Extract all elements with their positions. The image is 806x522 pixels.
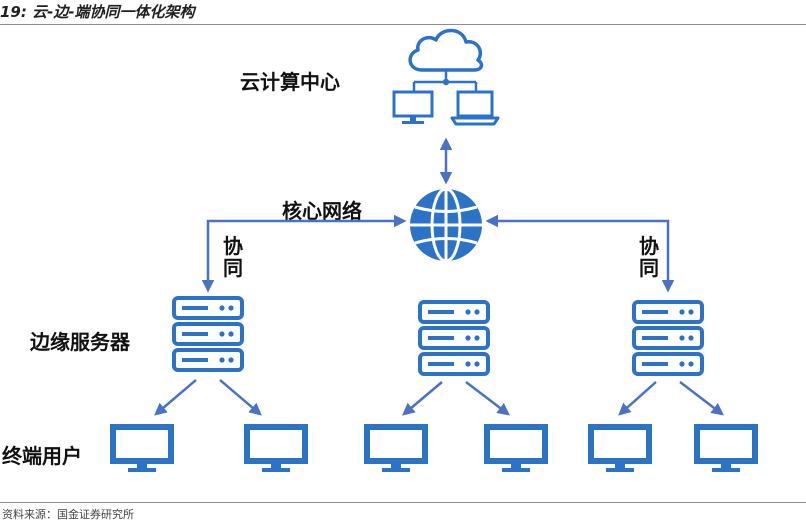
figure-source: 资料来源：国金证券研究所: [2, 508, 134, 521]
server-icon: [172, 296, 244, 372]
edge-server-label: 边缘服务器: [30, 330, 130, 354]
collab-link-left: [201, 214, 407, 293]
cloud-links: [412, 70, 478, 92]
terminal-monitor-icon: [247, 427, 305, 472]
server-icon: [632, 300, 704, 376]
globe-icon: [410, 187, 482, 263]
terminal-monitor-icon: [113, 427, 171, 472]
terminal-user-label: 终端用户: [2, 444, 82, 468]
terminal-monitor-icon: [697, 427, 755, 472]
terminal-monitor-icon: [487, 427, 545, 472]
terminal-monitor-icon: [367, 427, 425, 472]
server-icon: [418, 300, 490, 376]
laptop-icon: [450, 90, 500, 126]
cloud-icon: [408, 28, 484, 72]
server-terminal-arrows: [154, 379, 724, 416]
terminal-monitor-icon: [591, 427, 649, 472]
collab-link-right: [485, 214, 675, 293]
cloud-center-group: [392, 28, 500, 126]
cloud-center-label: 云计算中心: [240, 70, 340, 94]
figure-title: 19: 云-边-端协同一体化架构: [0, 3, 195, 21]
top-divider: [0, 24, 806, 25]
bottom-divider: [0, 502, 806, 503]
monitor-icon: [392, 90, 434, 124]
